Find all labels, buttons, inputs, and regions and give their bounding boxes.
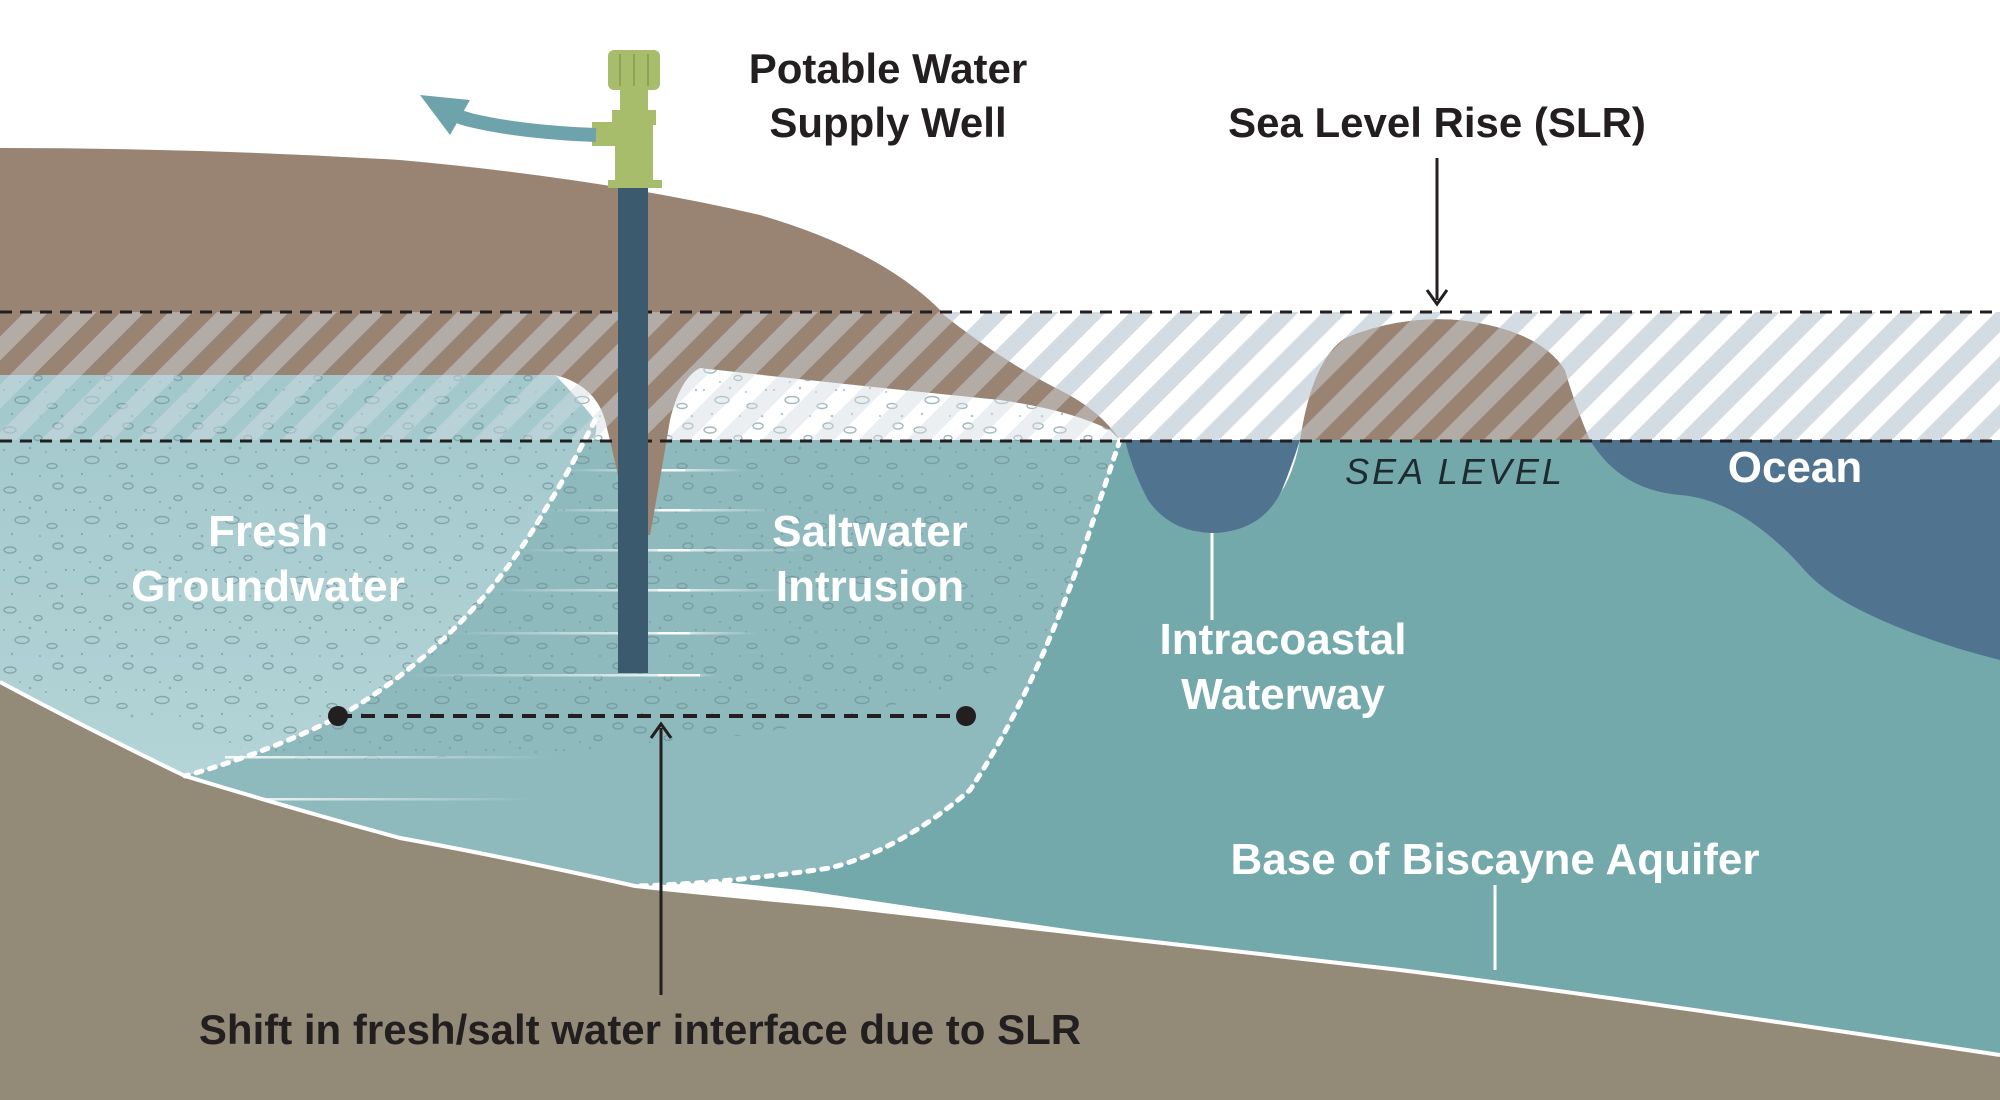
saltwater-interface-shifted <box>632 437 1123 889</box>
intracoastal-waterway-channel <box>1125 440 1300 533</box>
discharge-arrow-icon <box>420 95 597 142</box>
sea-level-rise-band-island <box>1300 319 1590 440</box>
saltwater-intrusion-label-line2: Intrusion <box>776 562 964 611</box>
sea-level-label: SEA LEVEL <box>1345 451 1565 492</box>
well-label-line1: Potable Water <box>749 45 1028 92</box>
slr-label: Sea Level Rise (SLR) <box>1228 99 1646 146</box>
bedrock-layer <box>0 682 2000 1100</box>
aquifer-base-line <box>0 680 2000 1057</box>
intracoastal-label-line1: Intracoastal <box>1160 615 1407 664</box>
intracoastal-label-line2: Waterway <box>1181 670 1385 719</box>
ocean-water <box>1590 440 2000 660</box>
well-pipe <box>618 180 648 673</box>
slr-arrow <box>1425 158 1449 307</box>
freshwater-interface-current <box>182 417 598 779</box>
interface-shift-label: Shift in fresh/salt water interface due … <box>199 1006 1081 1053</box>
saltwater-intrusion-label-line1: Saltwater <box>772 507 968 556</box>
aquifer-base-label: Base of Biscayne Aquifer <box>1231 835 1760 884</box>
interface-shift-marker <box>328 706 976 995</box>
well-label-line2: Supply Well <box>769 99 1006 146</box>
sea-level-rise-band-sky <box>925 312 2000 440</box>
water-pump-icon <box>592 50 662 188</box>
aquifer-pebble-texture <box>0 362 1120 760</box>
fresh-groundwater-label-line2: Groundwater <box>131 562 405 611</box>
fresh-groundwater-label-line1: Fresh <box>208 507 328 556</box>
sea-level-rise-band-land <box>0 312 1125 440</box>
ocean-label: Ocean <box>1728 443 1863 492</box>
